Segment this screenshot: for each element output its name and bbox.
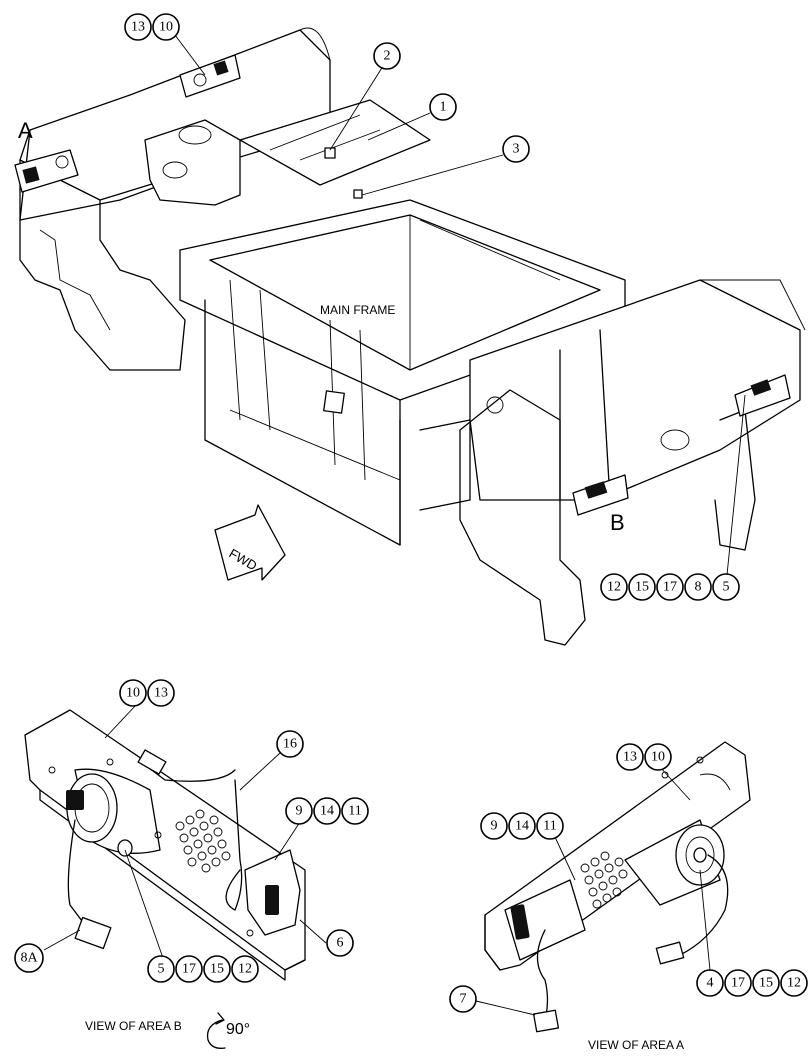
main-frame-label: MAIN FRAME: [320, 303, 395, 317]
svg-text:8: 8: [695, 580, 702, 595]
area-a-label: A: [18, 118, 33, 143]
svg-text:14: 14: [320, 804, 334, 819]
svg-text:15: 15: [210, 962, 224, 977]
svg-text:1: 1: [440, 100, 447, 115]
callout-14-va: 14: [508, 812, 536, 840]
svg-text:16: 16: [283, 737, 297, 752]
svg-text:12: 12: [787, 976, 801, 991]
svg-text:5: 5: [158, 962, 165, 977]
svg-text:10: 10: [126, 686, 140, 701]
rotation-label: 90°: [226, 1021, 250, 1038]
callout-5-b: 5: [712, 573, 740, 601]
svg-text:15: 15: [635, 580, 649, 595]
callout-15-b: 15: [628, 573, 656, 601]
svg-text:11: 11: [348, 804, 361, 819]
callout-10-va: 10: [644, 743, 672, 771]
svg-text:5: 5: [723, 580, 730, 595]
svg-text:6: 6: [337, 936, 344, 951]
svg-text:17: 17: [731, 976, 745, 991]
view-area-a-label: VIEW OF AREA A: [588, 1038, 684, 1052]
rotate-90-icon: [206, 1012, 226, 1049]
view-area-b-drawing: [24, 709, 306, 981]
callout-11-vb: 11: [341, 797, 369, 825]
area-b-label: B: [610, 510, 625, 535]
callout-13-top: 13: [124, 13, 152, 41]
callout-15-va: 15: [752, 969, 780, 997]
callout-13-va: 13: [616, 743, 644, 771]
callout-15-vb: 15: [203, 955, 231, 983]
svg-text:2: 2: [384, 49, 391, 64]
svg-text:8A: 8A: [20, 951, 38, 966]
callout-16-vb: 16: [276, 730, 304, 758]
callout-17-vb: 17: [175, 955, 203, 983]
callout-9-va: 9: [480, 812, 508, 840]
svg-text:4: 4: [707, 976, 714, 991]
svg-text:13: 13: [131, 20, 145, 35]
callout-9-vb: 9: [285, 797, 313, 825]
view-area-b-label: VIEW OF AREA B: [85, 1019, 182, 1033]
callout-11-va: 11: [536, 812, 564, 840]
svg-text:13: 13: [154, 686, 168, 701]
callout-10-vb: 10: [119, 679, 147, 707]
callout-12-va: 12: [780, 969, 808, 997]
callout-17-b: 17: [656, 573, 684, 601]
svg-text:7: 7: [460, 992, 467, 1007]
callout-6-vb: 6: [326, 929, 354, 957]
forward-arrow: FWD: [214, 504, 286, 581]
callout-3: 3: [502, 135, 530, 163]
svg-text:17: 17: [663, 580, 677, 595]
svg-text:3: 3: [513, 142, 520, 157]
callout-12-vb: 12: [231, 955, 259, 983]
callout-4-va: 4: [696, 969, 724, 997]
callout-13-vb: 13: [147, 679, 175, 707]
svg-text:14: 14: [515, 819, 529, 834]
svg-text:15: 15: [759, 976, 773, 991]
svg-text:12: 12: [607, 580, 621, 595]
svg-text:10: 10: [651, 750, 665, 765]
view-area-a-drawing: [484, 741, 751, 1033]
callout-5-vb: 5: [147, 955, 175, 983]
callout-8a-vb: 8A: [14, 943, 44, 973]
svg-text:9: 9: [296, 804, 303, 819]
svg-text:17: 17: [182, 962, 196, 977]
callout-2: 2: [373, 42, 401, 70]
svg-text:12: 12: [238, 962, 252, 977]
svg-text:13: 13: [623, 750, 637, 765]
callout-7-va: 7: [449, 985, 477, 1013]
svg-text:9: 9: [491, 819, 498, 834]
svg-text:10: 10: [159, 20, 173, 35]
callout-1: 1: [429, 93, 457, 121]
svg-text:11: 11: [543, 819, 556, 834]
callout-14-vb: 14: [313, 797, 341, 825]
callout-8-b: 8: [684, 573, 712, 601]
callout-12-b: 12: [600, 573, 628, 601]
main-frame-drawing: [14, 27, 806, 646]
callout-10-top: 10: [152, 13, 180, 41]
callout-17-va: 17: [724, 969, 752, 997]
